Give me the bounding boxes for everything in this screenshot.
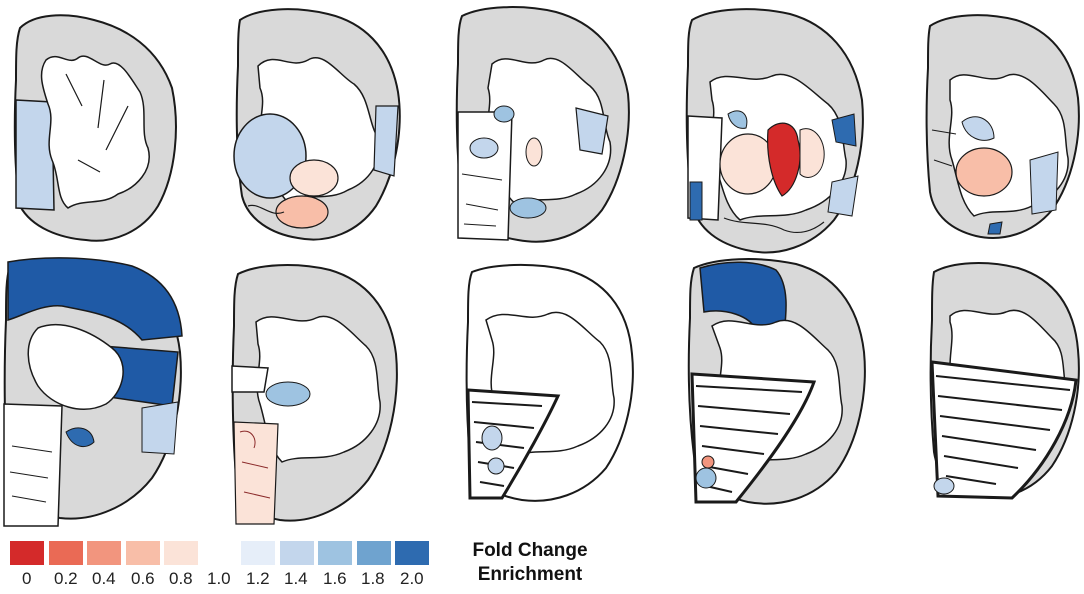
legend-swatch-0 [10,541,44,565]
brain-section-row1-5 [925,14,1080,239]
brain-section-row1-3 [455,6,630,243]
brain-section-row1-2 [233,8,401,241]
legend-swatch-2.0 [395,541,429,565]
brain-section-row2-2 [231,264,398,525]
legend-swatch-1.2 [241,541,275,565]
legend-tick-label: 0.8 [169,569,193,588]
legend-swatch-0.8 [164,541,198,565]
brain-section-row2-5 [929,262,1080,500]
legend-tick-label: 1.8 [361,569,385,588]
legend-swatch-0.6 [126,541,160,565]
brain-section-row2-1 [3,257,183,527]
legend-swatch-1.8 [357,541,391,565]
legend-tick-label: 1.0 [207,569,231,588]
legend-tick-label: 1.4 [284,569,308,588]
brain-section-row1-1 [13,14,177,242]
legend-title-line1: Fold Change [472,540,588,561]
legend-tick-label: 0.4 [92,569,116,588]
legend-tick-label: 0.2 [54,569,78,588]
brain-section-row2-4 [687,258,866,505]
legend-title-line2: Enrichment [477,564,583,585]
legend-tick-label: 1.2 [246,569,270,588]
legend-swatch-1.4 [280,541,314,565]
legend-tick-label: 1.6 [323,569,347,588]
legend-title: Fold Change Enrichment [455,539,605,587]
legend-tick-label: 0 [22,569,32,588]
fold-change-legend: 0 0.2 0.4 0.6 0.8 1.0 1.2 1.4 1.6 1.8 2.… [0,535,1084,594]
legend-swatch-1.0 [203,541,237,565]
legend-swatch-0.4 [87,541,121,565]
legend-tick-label: 2.0 [400,569,424,588]
brain-section-row1-4 [685,8,864,254]
brain-section-row2-3 [465,263,634,502]
legend-swatch-1.6 [318,541,352,565]
legend-tick-label: 0.6 [131,569,155,588]
legend-swatch-0.2 [49,541,83,565]
